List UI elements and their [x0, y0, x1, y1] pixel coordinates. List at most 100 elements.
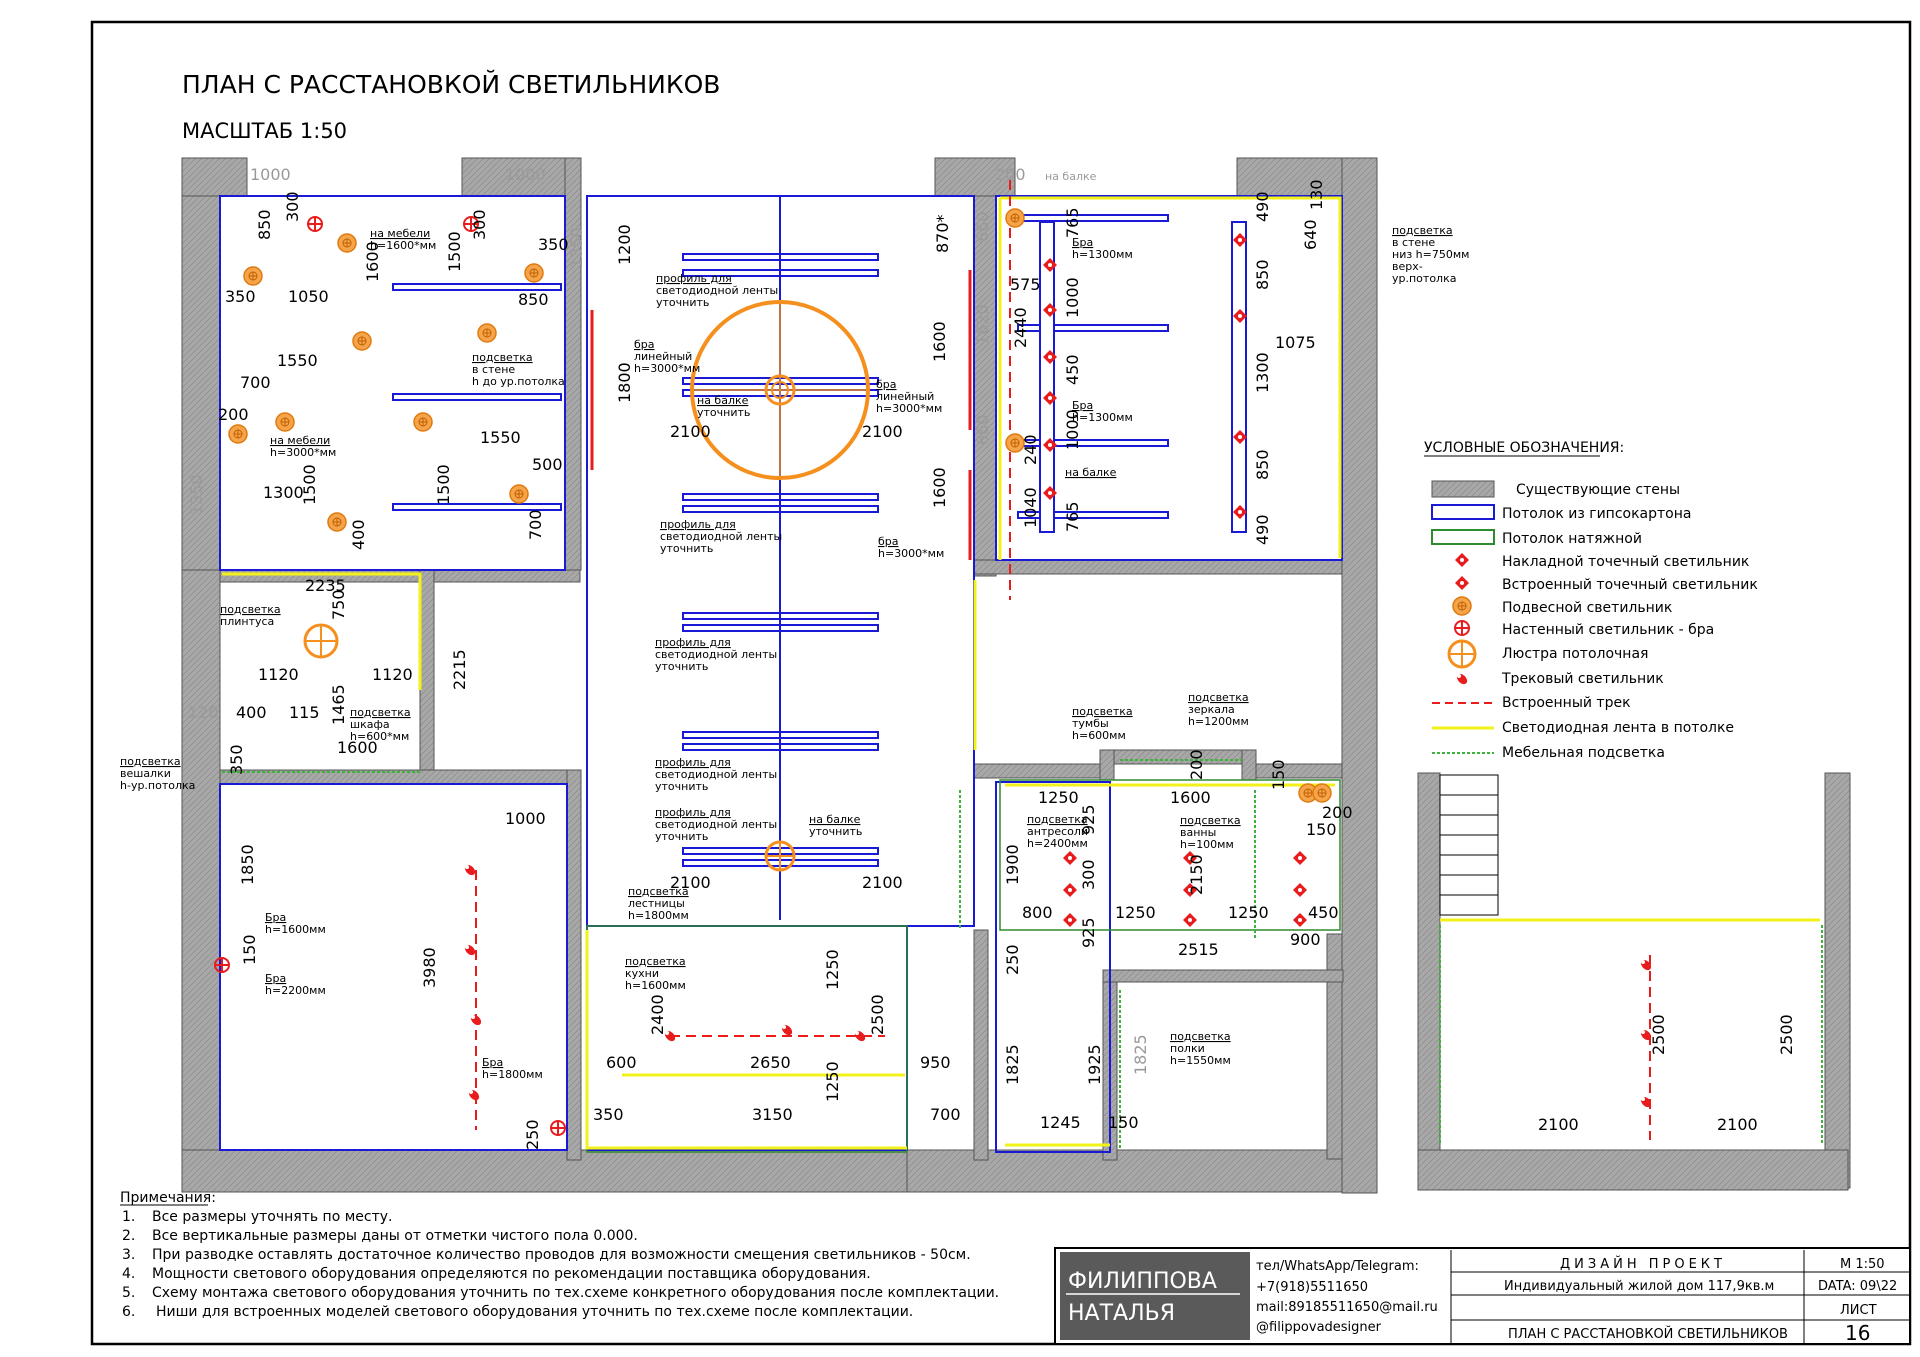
svg-text:3980: 3980 — [420, 947, 439, 988]
note-6-num: 6. — [122, 1304, 135, 1320]
svg-text:850: 850 — [1253, 449, 1272, 480]
legend-item-furniture-light: Мебельная подсветка — [1502, 745, 1665, 761]
legend-item-built-in-track: Встроенный трек — [1502, 695, 1631, 711]
note-1: Все размеры уточнять по месту. — [152, 1209, 392, 1225]
svg-text:700: 700 — [930, 1105, 961, 1124]
callout-line: h=1550мм — [1170, 1054, 1231, 1067]
svg-text:450: 450 — [1063, 354, 1082, 385]
callout-line: h=1600*мм — [370, 239, 436, 252]
svg-text:1550: 1550 — [277, 351, 318, 370]
callout-line: кухни — [625, 967, 659, 980]
callout-line: подсветка — [220, 603, 281, 616]
svg-text:800: 800 — [1022, 903, 1053, 922]
svg-text:1600: 1600 — [363, 241, 382, 282]
callout-line: h=1800мм — [482, 1068, 543, 1081]
sheet-label: ЛИСТ — [1840, 1303, 1877, 1318]
note-2-num: 2. — [122, 1228, 135, 1244]
svg-text:1850: 1850 — [238, 844, 257, 885]
legend-header: УСЛОВНЫЕ ОБОЗНАЧЕНИЯ: — [1424, 440, 1624, 456]
callout-line: h-ур.потолка — [120, 779, 195, 792]
svg-text:575: 575 — [1010, 275, 1041, 294]
svg-text:240: 240 — [1021, 434, 1040, 465]
sheet-date: DATA: 09\22 — [1818, 1279, 1897, 1294]
svg-text:400: 400 — [349, 519, 368, 550]
callout-line: подсветка — [472, 351, 533, 364]
svg-text:300: 300 — [283, 191, 302, 222]
callout-line: Бра — [482, 1056, 503, 1069]
legend-item-sconce: Настенный светильник - бра — [1502, 622, 1714, 638]
svg-text:350: 350 — [225, 287, 256, 306]
svg-text:2100: 2100 — [862, 422, 903, 441]
note-5-num: 5. — [122, 1285, 135, 1301]
callout-line: бра — [876, 378, 897, 391]
svg-text:200: 200 — [218, 405, 249, 424]
svg-text:1600: 1600 — [1170, 788, 1211, 807]
svg-text:1620: 1620 — [973, 304, 992, 345]
callout-line: на балке — [697, 394, 749, 407]
callout-line: в стене — [472, 363, 515, 376]
svg-text:1900: 1900 — [1003, 844, 1022, 885]
svg-text:250: 250 — [1003, 944, 1022, 975]
svg-text:1300: 1300 — [263, 483, 304, 502]
svg-text:850: 850 — [1253, 259, 1272, 290]
svg-text:2100: 2100 — [1538, 1115, 1579, 1134]
callout-line: h=1200мм — [1188, 715, 1249, 728]
chandelier-large — [690, 300, 870, 480]
callout-line: тумбы — [1072, 717, 1109, 730]
callout-line: полки — [1170, 1042, 1205, 1055]
note-2: Все вертикальные размеры даны от отметки… — [152, 1228, 638, 1244]
svg-text:850: 850 — [255, 209, 274, 240]
callout-line: h=1800мм — [628, 909, 689, 922]
svg-text:120: 120 — [188, 703, 219, 722]
callout-line: h=600мм — [1072, 729, 1126, 742]
svg-text:2500: 2500 — [1649, 1014, 1668, 1055]
svg-text:300: 300 — [470, 209, 489, 240]
svg-text:1000: 1000 — [1063, 409, 1082, 450]
svg-text:870*: 870* — [933, 214, 952, 253]
furniture-lighting-lines — [222, 759, 1823, 1148]
note-6: Ниши для встроенных моделей светового об… — [156, 1304, 913, 1320]
title-block: ФИЛИППОВА НАТАЛЬЯ тел/WhatsApp/Telegram:… — [1054, 1247, 1911, 1345]
callout-line: уточнить — [655, 660, 708, 673]
callout-line: уточнить — [655, 780, 708, 793]
callout-line: антресоли — [1027, 825, 1088, 838]
callout-line: уточнить — [655, 830, 708, 843]
callout-line: Бра — [1072, 399, 1093, 412]
svg-text:1245: 1245 — [1040, 1113, 1081, 1132]
svg-text:1500: 1500 — [434, 464, 453, 505]
svg-text:750: 750 — [329, 589, 348, 620]
sheet-title: ПЛАН С РАССТАНОВКОЙ СВЕТИЛЬНИКОВ — [1508, 1326, 1788, 1342]
callout-line: h=1600мм — [625, 979, 686, 992]
svg-text:600: 600 — [606, 1053, 637, 1072]
page-title: ПЛАН С РАССТАНОВКОЙ СВЕТИЛЬНИКОВ — [182, 70, 720, 99]
sheet-frame — [90, 20, 1912, 1346]
callout-line: бра — [634, 338, 655, 351]
svg-text:350: 350 — [227, 744, 246, 775]
legend: УСЛОВНЫЕ ОБОЗНАЧЕНИЯ: Существующие стены… — [1424, 440, 1758, 761]
svg-text:2100: 2100 — [862, 873, 903, 892]
svg-text:350: 350 — [538, 235, 569, 254]
svg-text:500: 500 — [532, 455, 563, 474]
svg-text:1500: 1500 — [445, 231, 464, 272]
svg-text:300: 300 — [1079, 859, 1098, 890]
callout-line: светодиодной ленты — [660, 530, 782, 543]
svg-text:200: 200 — [995, 165, 1026, 184]
svg-text:350: 350 — [593, 1105, 624, 1124]
callout-line: h=2200мм — [265, 984, 326, 997]
svg-text:1250: 1250 — [823, 949, 842, 990]
callout-line: линейный — [634, 350, 692, 363]
legend-item-gkl: Потолок из гипсокартона — [1502, 506, 1691, 522]
contact-label: тел/WhatsApp/Telegram: — [1256, 1259, 1419, 1274]
callout-line: светодиодной ленты — [655, 818, 777, 831]
svg-text:2500: 2500 — [1777, 1014, 1796, 1055]
svg-text:1825: 1825 — [1131, 1034, 1150, 1075]
